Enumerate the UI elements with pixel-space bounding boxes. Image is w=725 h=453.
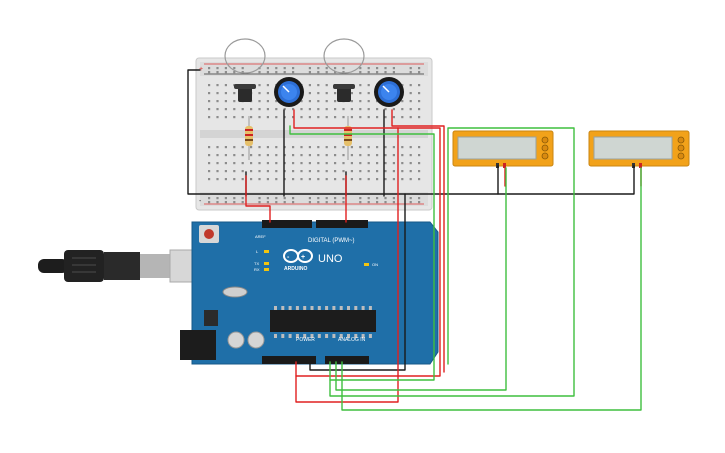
aref-label: AREF [255,234,266,239]
rail-plus-label: + [199,66,203,73]
analog-header [325,356,369,364]
wire-red-1 [245,175,271,223]
usb-cable [38,249,205,283]
lcd-left[interactable] [452,130,554,168]
power-header [262,356,316,364]
model-label: UNO [318,253,343,265]
led-rx [264,268,269,271]
wire-green-3 [335,167,507,391]
wire-red-3 [293,109,441,377]
analog-label: ANALOG IN [338,337,366,343]
lcd-right[interactable] [588,130,690,168]
arduino-uno[interactable]: DIGITAL (PWM~) AREF L TX RX ON - + ARDUI… [38,220,439,365]
rail-minus-label: - [199,198,202,205]
wires [187,69,642,411]
bottom-power-rail [200,192,428,206]
wire-green-2 [329,127,575,397]
led-l-label: L [256,249,259,254]
svg-text:-: - [287,254,290,261]
capacitor-1 [227,331,245,349]
digital-header-right [316,220,368,228]
wire-green-4 [341,167,642,411]
top-power-rail [200,62,428,76]
chip-pins [274,306,372,338]
voltage-regulator [204,310,218,326]
capacitor-2 [247,331,265,349]
photoresistor-1[interactable] [224,38,266,102]
digital-label: DIGITAL (PWM~) [308,238,355,244]
photoresistor-2[interactable] [323,38,365,102]
resistor-1[interactable] [245,116,253,160]
brand-label: ARDUINO [284,266,307,272]
led-on-label: ON [372,262,378,267]
reset-button[interactable] [204,229,214,239]
wire-ground [187,69,406,371]
led-tx-label: TX [254,261,259,266]
crystal [222,286,248,298]
power-jack [180,330,216,360]
potentiometer-2[interactable] [374,77,404,107]
atmega-chip [270,310,376,332]
led-l [264,250,269,253]
led-tx [264,262,269,265]
resistor-2[interactable] [344,116,352,160]
led-on [364,263,369,266]
potentiometer-1[interactable] [274,77,304,107]
digital-header-left [262,220,312,228]
power-label: POWER [296,337,315,343]
wire-green-1 [289,125,435,381]
svg-text:+: + [301,254,305,261]
arduino-logo: - + ARDUINO [283,249,313,272]
led-rx-label: RX [254,267,260,272]
